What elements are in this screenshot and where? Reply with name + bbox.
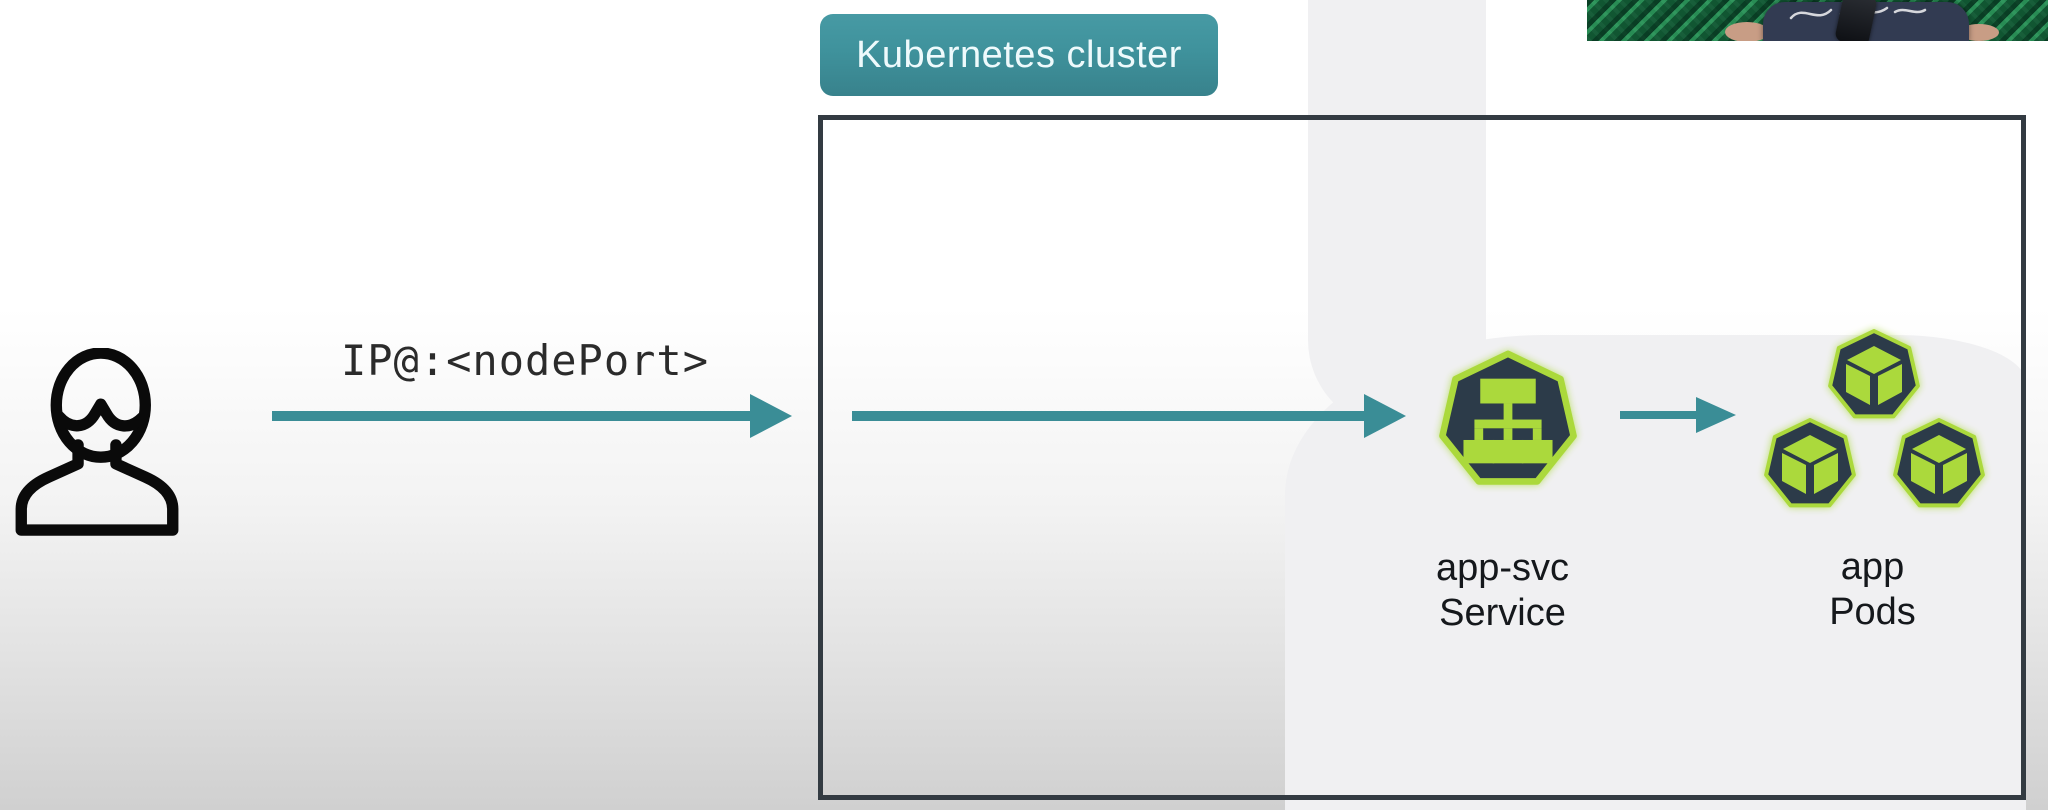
- arrow-head: [1696, 397, 1736, 433]
- presenter-left-hand: [1725, 22, 1769, 41]
- k8s-pod-icon: [1893, 418, 1985, 508]
- service-type: Service: [1439, 592, 1566, 634]
- pods-label: app Pods: [1790, 545, 1955, 635]
- k8s-pod-icon: [1764, 418, 1856, 508]
- webcam-overlay: [1587, 0, 2048, 41]
- k8s-service-icon: [1439, 350, 1577, 485]
- arrow-shaft: [272, 411, 752, 421]
- cluster-boundary-box: [818, 115, 2026, 800]
- arrow-head: [750, 394, 792, 438]
- user-icon: [15, 348, 179, 536]
- presenter-right-hand: [1959, 24, 1999, 41]
- arrow-user-to-cluster: [272, 394, 794, 438]
- arrow-cluster-to-service: [852, 394, 1408, 438]
- pods-name: app: [1840, 546, 1905, 588]
- service-label: app-svc Service: [1395, 546, 1610, 636]
- badge-label: Kubernetes cluster: [856, 33, 1182, 76]
- service-name: app-svc: [1435, 547, 1570, 589]
- arrow-shaft: [1620, 411, 1698, 419]
- arrow-shaft: [852, 411, 1366, 421]
- request-address-label: IP@:<nodePort>: [340, 336, 709, 385]
- kubernetes-cluster-badge: Kubernetes cluster: [820, 14, 1218, 96]
- k8s-pod-icon: [1828, 329, 1920, 419]
- arrow-service-to-pods: [1620, 397, 1738, 433]
- arrow-head: [1364, 394, 1406, 438]
- pods-type: Pods: [1829, 591, 1916, 633]
